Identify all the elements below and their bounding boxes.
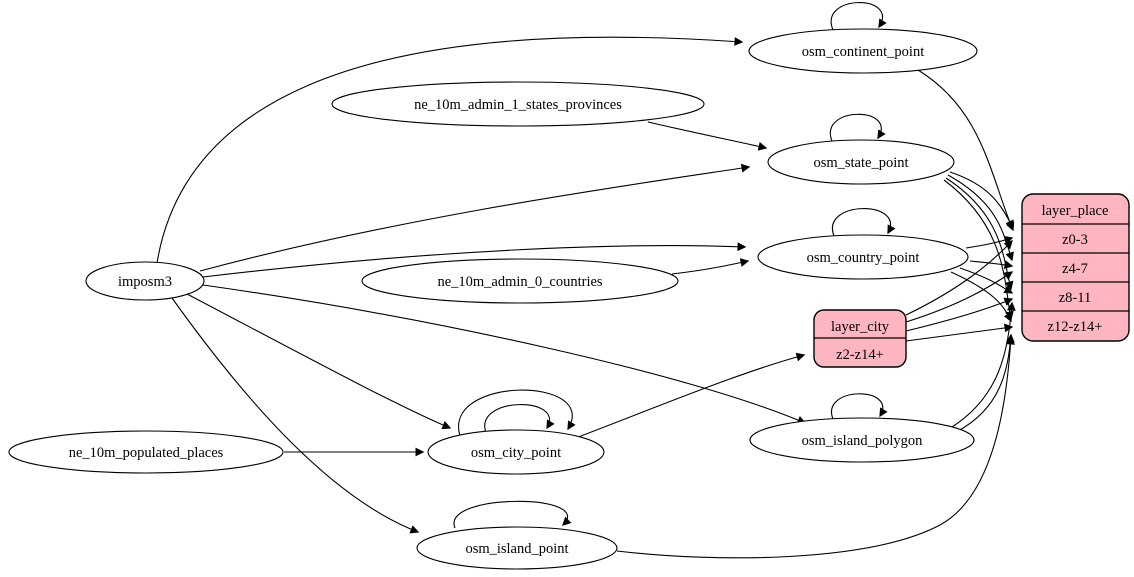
- edge-osm-country-point-to-z0-3: [965, 235, 1014, 249]
- node-osm-country-point: osm_country_point: [757, 234, 969, 280]
- edge-osm-country-point-to-z8-11: [959, 267, 1014, 294]
- selfloop-osm-island-point: [453, 500, 572, 529]
- edge-ne-10m-admin-0-to-osm-country-point: [671, 258, 750, 275]
- edge-imposm3-to-osm-island-point: [171, 297, 420, 534]
- record-layer-place-title: layer_place: [1042, 203, 1109, 219]
- node-ne-10m-populated-places-shape: [8, 430, 284, 474]
- edge-osm-state-point-to-z0-3: [949, 171, 1014, 230]
- selfloop-osm-city-point-inner: [484, 404, 555, 434]
- node-osm-island-point: osm_island_point: [416, 526, 618, 570]
- record-layer-city-title: layer_city: [831, 319, 890, 335]
- node-imposm3-shape: [85, 261, 205, 301]
- node-osm-city-point-shape: [427, 429, 605, 475]
- edge-imposm3-to-osm-island-polygon: [202, 284, 807, 425]
- node-ne-10m-admin-1-states-provinces: ne_10m_admin_1_states_provinces: [331, 81, 705, 127]
- node-osm-country-point-label: osm_country_point: [807, 250, 920, 266]
- edge-group: [156, 2, 1016, 559]
- node-osm-island-polygon: osm_island_polygon: [749, 417, 975, 463]
- node-imposm3: imposm3: [85, 261, 205, 301]
- node-osm-country-point-shape: [757, 234, 969, 280]
- node-osm-city-point: osm_city_point: [427, 429, 605, 475]
- node-osm-continent-point: osm_continent_point: [748, 28, 978, 74]
- edge-layer-city-to-z8-11: [905, 297, 1014, 332]
- record-layer-place-row-z12-z14: z12-z14+: [1048, 319, 1103, 335]
- record-layer-place-row-z8-11: z8-11: [1059, 290, 1091, 306]
- edge-layer-city-to-z0-3: [905, 240, 1013, 316]
- edge-osm-island-point-to-z12-z14: [616, 335, 1015, 559]
- node-ne-10m-populated-places: ne_10m_populated_places: [8, 430, 284, 474]
- node-osm-continent-point-shape: [748, 28, 978, 74]
- selfloop-osm-island-polygon: [830, 393, 888, 420]
- record-layer-place: layer_place z0-3 z4-7 z8-11 z12-z14+: [1021, 193, 1130, 342]
- edge-osm-city-point-to-layer-city: [572, 352, 806, 440]
- selfloop-osm-city-point-outer: [458, 389, 576, 437]
- selfloop-osm-continent-point: [830, 2, 887, 31]
- edge-imposm3-to-osm-continent-point: [156, 36, 744, 264]
- node-ne-10m-admin-0-shape: [361, 258, 679, 304]
- node-ne-10m-admin-1-label: ne_10m_admin_1_states_provinces: [414, 97, 622, 113]
- node-osm-island-point-shape: [416, 526, 618, 570]
- edge-imposm3-to-osm-city-point: [186, 293, 452, 430]
- record-layer-city-row-z2-z14: z2-z14+: [836, 347, 884, 363]
- record-layer-city: layer_city z2-z14+: [813, 309, 907, 368]
- edge-ne-10m-admin-1-to-osm-state-point: [647, 121, 768, 151]
- record-layer-place-row-z0-3: z0-3: [1062, 232, 1088, 248]
- edge-osm-continent-point-to-z0-3: [917, 69, 1015, 232]
- record-layer-place-row-z4-7: z4-7: [1062, 261, 1088, 277]
- edge-osm-state-point-to-z4-7: [947, 174, 1014, 262]
- node-osm-island-polygon-label: osm_island_polygon: [802, 433, 924, 449]
- node-ne-10m-admin-0-countries: ne_10m_admin_0_countries: [361, 258, 679, 304]
- node-osm-island-point-label: osm_island_point: [465, 541, 568, 557]
- edge-osm-country-point-to-z4-7: [969, 260, 1014, 269]
- selfloop-osm-state-point: [829, 113, 886, 142]
- node-osm-state-point-label: osm_state_point: [813, 155, 908, 171]
- node-osm-city-point-label: osm_city_point: [471, 445, 561, 461]
- edge-layer-city-to-z4-7: [905, 271, 1014, 323]
- node-ne-10m-admin-0-label: ne_10m_admin_0_countries: [437, 274, 602, 290]
- selfloop-osm-country-point: [831, 208, 896, 237]
- node-imposm3-label: imposm3: [118, 274, 172, 290]
- node-osm-continent-point-label: osm_continent_point: [802, 44, 924, 60]
- edge-osm-country-point-to-z12-z14: [950, 271, 1012, 323]
- edge-imposm3-to-osm-country-point: [202, 242, 747, 278]
- record-layer-place-shape: [1021, 193, 1130, 342]
- node-ne-10m-populated-places-label: ne_10m_populated_places: [69, 445, 224, 461]
- edge-imposm3-to-osm-state-point: [199, 163, 751, 272]
- edge-layer-city-to-z12-z14: [905, 323, 1014, 342]
- node-osm-state-point-shape: [767, 139, 955, 185]
- node-osm-island-polygon-shape: [749, 417, 975, 463]
- edge-osm-state-point-to-z8-11: [945, 177, 1014, 291]
- edge-osm-island-polygon-to-z8-11: [951, 301, 1016, 428]
- node-osm-state-point: osm_state_point: [767, 139, 955, 185]
- node-ne-10m-admin-1-shape: [331, 81, 705, 127]
